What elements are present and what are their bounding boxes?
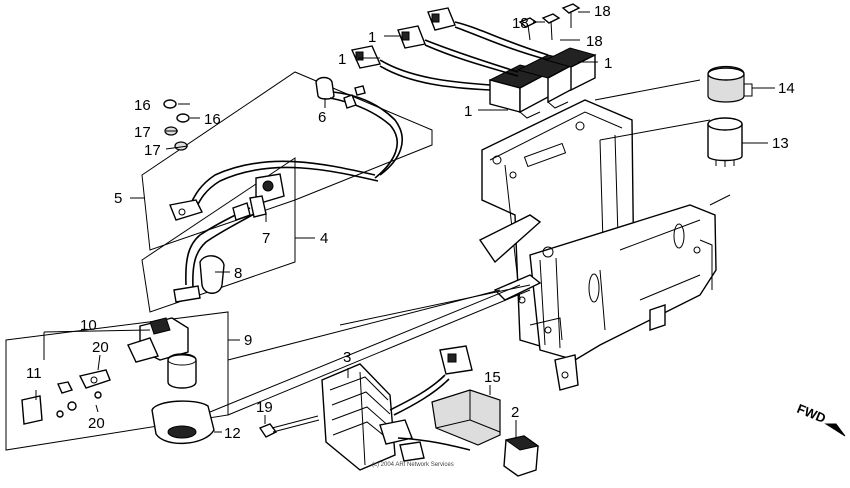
- fwd-label: FWD: [795, 401, 828, 426]
- callout-15: 15: [484, 369, 501, 386]
- callout-3: 3: [343, 349, 351, 366]
- leader-lines: [35, 11, 775, 438]
- forward-direction-indicator: FWD: [795, 401, 846, 437]
- callout-4: 4: [320, 230, 328, 247]
- callout-17-bottom: 17: [144, 142, 161, 159]
- callout-13: 13: [772, 135, 789, 152]
- callout-6: 6: [318, 109, 326, 126]
- nuts-16-17: [163, 99, 190, 151]
- callout-5: 5: [114, 190, 122, 207]
- callout-18-left: 18: [512, 15, 529, 32]
- callout-1-left: 1: [338, 51, 346, 68]
- callout-9: 9: [244, 332, 252, 349]
- cover-15: [431, 389, 501, 446]
- callout-1-right: 1: [604, 55, 612, 72]
- bolts-18: [518, 3, 581, 41]
- callout-20-bottom: 20: [88, 415, 105, 432]
- fwd-arrow-icon: [824, 423, 846, 437]
- callout-20-top: 20: [92, 339, 109, 356]
- callout-19: 19: [256, 399, 273, 416]
- callout-1-top: 1: [368, 29, 376, 46]
- relay-connectors: [351, 7, 549, 91]
- callout-11: 11: [26, 365, 42, 382]
- callout-7: 7: [262, 230, 270, 247]
- copyright-text: (c) 2004 ARI Network Services: [372, 462, 454, 468]
- mounting-frame: [478, 99, 717, 391]
- relay-group-9: [5, 311, 229, 451]
- callout-10: 10: [80, 317, 97, 334]
- regulator-rectifier: [321, 345, 473, 471]
- callout-16-right: 16: [204, 111, 221, 128]
- callout-14: 14: [778, 80, 795, 97]
- cable-group-4: [141, 157, 296, 313]
- flasher-cover: [707, 65, 753, 103]
- callout-17-top: 17: [134, 124, 151, 141]
- callout-labels: 1 1 1 1 18 18 18 14 13 16 16 17 17 6 5 7…: [26, 3, 795, 442]
- flasher-unit: [707, 117, 743, 167]
- callout-16-left: 16: [134, 97, 151, 114]
- bolt-19: [258, 415, 320, 438]
- callout-2: 2: [511, 404, 519, 421]
- rubber-mount-2: [503, 435, 540, 477]
- cable-group-5: [141, 71, 433, 251]
- callout-8: 8: [234, 265, 242, 282]
- callout-18-right: 18: [594, 3, 611, 20]
- callout-18-middle: 18: [586, 33, 603, 50]
- callout-1-bottom: 1: [464, 103, 472, 120]
- callout-12: 12: [224, 425, 241, 442]
